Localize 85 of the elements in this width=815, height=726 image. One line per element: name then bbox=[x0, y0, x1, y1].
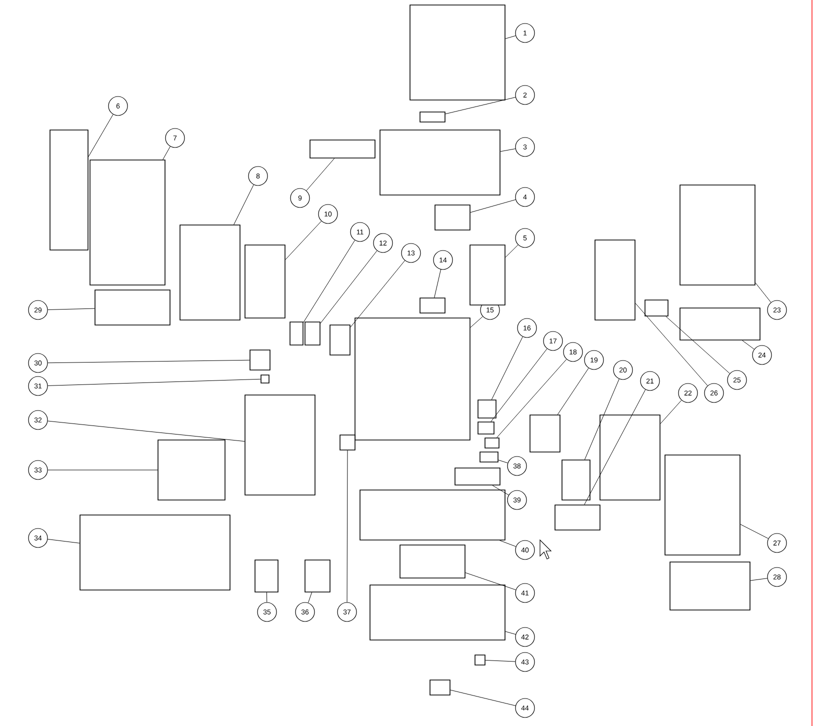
machine-part bbox=[360, 490, 506, 540]
leader-line bbox=[308, 592, 312, 603]
leader-line bbox=[490, 348, 548, 422]
machine-part bbox=[478, 400, 496, 418]
leader-line bbox=[470, 316, 483, 328]
leader-line bbox=[666, 316, 730, 374]
machine-part bbox=[420, 112, 446, 122]
leader-line bbox=[505, 244, 518, 258]
machine-part bbox=[158, 440, 226, 500]
leader-line bbox=[47, 538, 80, 544]
machine-part bbox=[478, 422, 494, 434]
machine-part bbox=[420, 298, 446, 314]
leader-line bbox=[505, 631, 516, 635]
machine-part bbox=[354, 318, 470, 440]
leader-line bbox=[162, 146, 170, 160]
machine-part bbox=[304, 322, 320, 346]
leader-line bbox=[485, 660, 516, 662]
leader-line bbox=[498, 460, 508, 464]
leader-line bbox=[350, 260, 406, 328]
leader-line bbox=[465, 572, 516, 590]
machine-part bbox=[340, 434, 356, 450]
machine-part bbox=[430, 680, 450, 696]
leader-line bbox=[450, 690, 516, 706]
leader-line bbox=[48, 420, 245, 442]
leader-line bbox=[266, 592, 268, 602]
machine-part bbox=[260, 374, 270, 384]
leader-line bbox=[491, 336, 523, 400]
machine-part bbox=[480, 452, 498, 462]
leader-line bbox=[48, 378, 261, 386]
machine-part bbox=[330, 324, 350, 356]
machine-part bbox=[562, 460, 590, 500]
machine-part bbox=[310, 140, 376, 158]
machine-part bbox=[80, 514, 230, 590]
machine-part bbox=[594, 240, 636, 320]
machine-part bbox=[530, 414, 560, 452]
machine-part bbox=[94, 290, 170, 326]
leader-line bbox=[320, 250, 378, 324]
machine-part bbox=[370, 584, 506, 640]
leader-line bbox=[584, 389, 646, 505]
machine-part bbox=[380, 130, 500, 196]
leader-line bbox=[88, 114, 114, 157]
machine-part bbox=[244, 244, 286, 318]
machine-part bbox=[410, 4, 506, 100]
leader-line bbox=[48, 360, 250, 364]
leader-line bbox=[740, 524, 769, 539]
leader-line bbox=[234, 184, 254, 225]
leader-line bbox=[635, 303, 708, 386]
leader-line bbox=[303, 240, 356, 323]
leader-line bbox=[346, 450, 348, 602]
leader-line bbox=[500, 148, 516, 152]
leader-line bbox=[445, 97, 516, 114]
machine-part bbox=[434, 204, 470, 230]
leader-line bbox=[755, 282, 772, 303]
machine-part bbox=[400, 544, 466, 578]
machine-part bbox=[304, 560, 330, 592]
leader-line bbox=[742, 340, 754, 350]
machine-part bbox=[474, 654, 486, 666]
machine-part bbox=[644, 300, 668, 316]
leader-line bbox=[660, 400, 682, 424]
machine-part bbox=[180, 224, 240, 320]
machine-part bbox=[454, 468, 500, 486]
machine-part bbox=[290, 322, 304, 346]
leader-line bbox=[750, 578, 768, 581]
leader-line bbox=[434, 269, 442, 298]
leader-line bbox=[499, 540, 516, 547]
machine-part bbox=[250, 350, 270, 370]
leader-line bbox=[492, 485, 509, 496]
machine-part bbox=[254, 560, 278, 592]
machine-part bbox=[680, 184, 756, 286]
leader-line bbox=[470, 199, 516, 213]
machine-part bbox=[244, 394, 316, 496]
machine-part bbox=[600, 414, 660, 500]
leader-line bbox=[48, 308, 95, 310]
leader-line bbox=[285, 220, 322, 260]
machine-part bbox=[664, 454, 740, 556]
leader-line bbox=[496, 359, 567, 438]
machine-part bbox=[670, 562, 750, 610]
leader-line bbox=[505, 35, 516, 39]
machine-part bbox=[554, 504, 600, 530]
leader-line bbox=[584, 378, 620, 460]
leader-line bbox=[306, 158, 335, 191]
leader-line bbox=[557, 368, 589, 415]
machine-part bbox=[680, 308, 760, 340]
machine-part bbox=[484, 438, 500, 448]
machine-part bbox=[50, 130, 88, 250]
